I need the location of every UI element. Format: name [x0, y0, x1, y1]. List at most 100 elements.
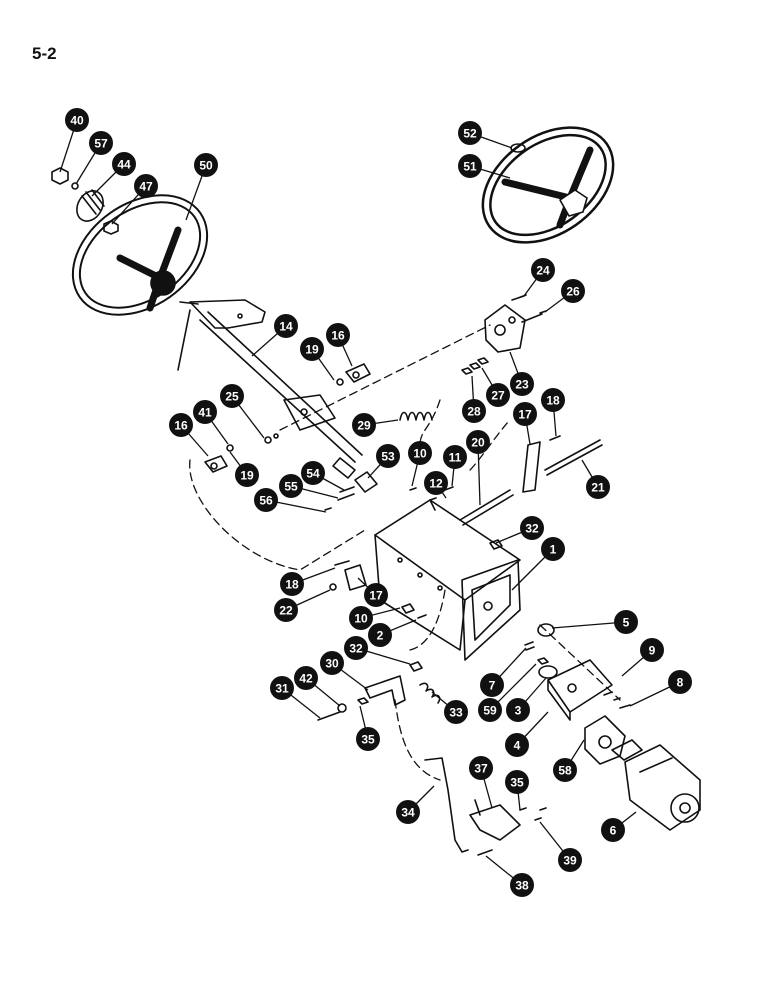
callout-12: 12: [424, 471, 448, 499]
callout-number: 52: [463, 127, 477, 141]
callout-35: 35: [505, 770, 529, 811]
callout-circle: [520, 516, 544, 540]
callout-24: 24: [523, 258, 555, 297]
callout-circle: [462, 399, 486, 423]
callout-circle: [505, 770, 529, 794]
callout-circle: [478, 698, 502, 722]
callout-circle: [640, 638, 664, 662]
callout-number: 27: [491, 389, 505, 403]
column-bracket: [461, 294, 547, 375]
callout-layer: 4057444750525124261419162328272541161929…: [59, 108, 692, 897]
callout-circle: [505, 733, 529, 757]
callout-number: 6: [610, 824, 617, 838]
callout-number: 32: [349, 642, 363, 656]
callout-circle: [300, 337, 324, 361]
callout-number: 11: [449, 451, 462, 465]
callout-circle: [424, 471, 448, 495]
callout-circle: [89, 131, 113, 155]
callout-number: 7: [489, 679, 496, 693]
callout-circle: [301, 461, 325, 485]
callout-circle: [194, 153, 218, 177]
callout-14: 14: [251, 314, 298, 357]
callout-52: 52: [458, 121, 513, 149]
callout-number: 47: [139, 180, 153, 194]
callout-number: 28: [467, 405, 481, 419]
callout-circle: [134, 174, 158, 198]
pedal-linkage: [317, 675, 441, 721]
pin-part: [459, 489, 514, 526]
callout-30: 30: [320, 651, 369, 691]
callout-circle: [65, 108, 89, 132]
callout-57: 57: [75, 131, 113, 185]
callout-39: 39: [539, 821, 582, 872]
callout-circle: [558, 848, 582, 872]
callout-circle: [506, 698, 530, 722]
callout-circle: [279, 474, 303, 498]
callout-40: 40: [59, 108, 89, 173]
callout-circle: [344, 636, 368, 660]
callout-number: 53: [381, 450, 395, 464]
callout-18: 18: [541, 388, 565, 437]
callout-circle: [614, 610, 638, 634]
callout-2: 2: [368, 619, 417, 647]
callout-16: 16: [169, 413, 209, 457]
callout-circle: [280, 572, 304, 596]
callout-circle: [510, 372, 534, 396]
callout-circle: [274, 314, 298, 338]
callout-50: 50: [185, 153, 218, 221]
callout-number: 16: [331, 329, 345, 343]
callout-28: 28: [462, 375, 486, 423]
callout-circle: [510, 873, 534, 897]
callout-number: 12: [429, 477, 443, 491]
callout-25: 25: [220, 384, 265, 439]
callout-47: 47: [111, 174, 158, 225]
dashed-connection-lines: [189, 324, 621, 781]
callout-number: 39: [563, 854, 577, 868]
callout-number: 24: [536, 264, 550, 278]
callout-23: 23: [509, 351, 534, 396]
callout-8: 8: [629, 670, 692, 707]
steering-wheel-large: [71, 194, 209, 316]
callout-circle: [531, 258, 555, 282]
callout-number: 44: [117, 158, 131, 172]
callout-38: 38: [485, 855, 534, 897]
callout-32: 32: [495, 516, 544, 544]
callout-26: 26: [544, 279, 585, 313]
callout-number: 14: [279, 320, 293, 334]
callout-9: 9: [621, 638, 664, 677]
callout-21: 21: [581, 459, 610, 499]
callout-20: 20: [466, 430, 490, 506]
callout-number: 25: [225, 390, 239, 404]
callout-number: 35: [361, 733, 375, 747]
page-number: 5-2: [32, 44, 57, 63]
callout-number: 3: [515, 704, 522, 718]
callout-number: 32: [525, 522, 539, 536]
callout-16: 16: [326, 323, 353, 367]
callout-number: 51: [463, 160, 477, 174]
callout-circle: [480, 673, 504, 697]
callout-22: 22: [274, 589, 331, 622]
callout-circle: [668, 670, 692, 694]
clip-parts: [204, 363, 371, 473]
callout-circle: [541, 388, 565, 412]
callout-number: 18: [285, 578, 299, 592]
callout-number: 19: [240, 469, 254, 483]
callout-54: 54: [301, 461, 345, 491]
callout-number: 58: [558, 764, 572, 778]
callout-51: 51: [458, 154, 511, 179]
callout-number: 29: [357, 419, 371, 433]
steering-wheel-small: [481, 126, 615, 244]
callout-number: 17: [369, 589, 383, 603]
pedal-rod: [424, 757, 547, 856]
callout-number: 31: [275, 682, 289, 696]
callout-number: 50: [199, 159, 213, 173]
callout-circle: [326, 323, 350, 347]
callout-circle: [169, 413, 193, 437]
callout-circle: [320, 651, 344, 675]
callout-number: 4: [514, 739, 521, 753]
callout-number: 26: [566, 285, 580, 299]
callout-circle: [561, 279, 585, 303]
callout-42: 42: [294, 666, 341, 707]
callout-number: 23: [515, 378, 529, 392]
coupling-parts: [324, 471, 454, 511]
